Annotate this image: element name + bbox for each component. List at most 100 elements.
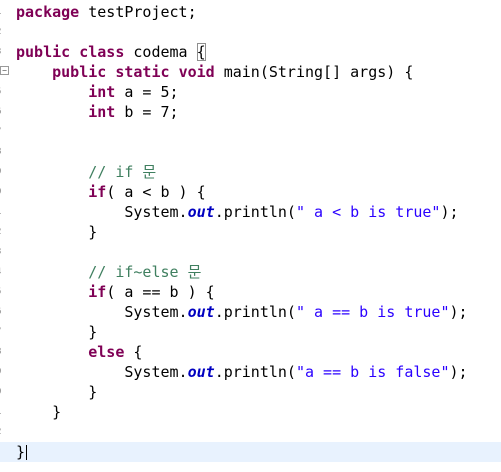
code-line[interactable]: // if~else 문: [16, 262, 501, 282]
keyword-token: if: [88, 183, 107, 201]
line-number: 1: [0, 2, 4, 22]
code-token: ( a == b ) {: [106, 283, 215, 301]
code-token: [16, 283, 88, 301]
line-number: 1: [0, 202, 4, 222]
code-line[interactable]: }: [16, 222, 501, 242]
code-token: System.: [16, 363, 188, 381]
code-line[interactable]: System.out.println("a == b is false");: [16, 362, 501, 382]
line-number-gutter: 12345678901234567890123: [0, 0, 4, 472]
code-token: System.: [16, 303, 188, 321]
keyword-token: int: [88, 83, 116, 101]
code-token: .println(: [214, 203, 296, 221]
code-token: );: [440, 203, 459, 221]
line-number: 4: [0, 262, 4, 282]
code-line[interactable]: [16, 242, 501, 262]
keyword-token: static: [115, 63, 170, 81]
line-number: 0: [0, 182, 4, 202]
code-token: }: [16, 323, 98, 341]
code-token: [70, 43, 79, 61]
code-token: [16, 163, 88, 181]
code-token: );: [449, 303, 468, 321]
code-token: [16, 263, 88, 281]
code-token: ( a < b ) {: [106, 183, 206, 201]
line-number: 8: [0, 342, 4, 362]
code-token: [170, 63, 179, 81]
code-token: [16, 103, 88, 121]
code-line[interactable]: System.out.println(" a == b is true");: [16, 302, 501, 322]
code-line[interactable]: int a = 5;: [16, 82, 501, 102]
line-number: 2: [0, 222, 4, 242]
comment-token: // if~else 문: [88, 263, 202, 281]
keyword-token: else: [88, 343, 125, 361]
line-number: 7: [0, 322, 4, 342]
code-line[interactable]: int b = 7;: [16, 102, 501, 122]
string-token: " a == b is true": [295, 303, 450, 321]
line-number: 6: [0, 102, 4, 122]
keyword-token: public: [52, 63, 107, 81]
code-token: [106, 63, 115, 81]
code-token: [16, 343, 88, 361]
code-token: codema: [124, 43, 197, 61]
fold-toggle-icon[interactable]: −: [0, 66, 9, 75]
code-line[interactable]: else {: [16, 342, 501, 362]
keyword-token: void: [178, 63, 215, 81]
code-token: }: [16, 403, 62, 421]
code-token: {: [124, 343, 143, 361]
code-line[interactable]: System.out.println(" a < b is true");: [16, 202, 501, 222]
line-number: 5: [0, 282, 4, 302]
code-line[interactable]: [16, 142, 501, 162]
keyword-token: if: [88, 283, 107, 301]
line-number: 2: [0, 422, 4, 442]
text-cursor: [26, 445, 28, 460]
code-line[interactable]: [16, 22, 501, 42]
line-number: 6: [0, 302, 4, 322]
code-token: .println(: [214, 303, 296, 321]
code-token: a = 5;: [115, 83, 179, 101]
static-field-token: out: [187, 363, 215, 381]
code-line-current[interactable]: }: [0, 442, 501, 462]
code-line[interactable]: }: [16, 402, 501, 422]
static-field-token: out: [187, 203, 215, 221]
code-token: [16, 183, 88, 201]
code-token: }: [16, 383, 98, 401]
line-number: 2: [0, 22, 4, 42]
code-line[interactable]: [16, 122, 501, 142]
code-token: }: [16, 223, 98, 241]
line-number: 3: [0, 242, 4, 262]
keyword-token: class: [79, 43, 125, 61]
code-line[interactable]: public class codema {: [16, 42, 501, 62]
line-number: 9: [0, 162, 4, 182]
code-line[interactable]: if( a == b ) {: [16, 282, 501, 302]
code-line[interactable]: public static void main(String[] args) {: [16, 62, 501, 82]
line-number: 1: [0, 402, 4, 422]
static-field-token: out: [187, 303, 215, 321]
code-token: b = 7;: [115, 103, 179, 121]
code-token: [16, 63, 52, 81]
code-token: main(String[] args) {: [214, 63, 414, 81]
line-number: 9: [0, 362, 4, 382]
code-line[interactable]: }: [16, 322, 501, 342]
string-token: " a < b is true": [295, 203, 441, 221]
matching-brace: {: [196, 43, 206, 61]
keyword-token: int: [88, 103, 116, 121]
code-token: testProject;: [79, 3, 197, 21]
code-line[interactable]: if( a < b ) {: [16, 182, 501, 202]
string-token: "a == b is false": [295, 363, 450, 381]
code-token: [16, 83, 88, 101]
code-line[interactable]: }: [16, 382, 501, 402]
code-line[interactable]: [16, 422, 501, 442]
line-number: 8: [0, 142, 4, 162]
code-token: System.: [16, 203, 188, 221]
comment-token: // if 문: [88, 163, 157, 181]
code-line[interactable]: package testProject;: [16, 2, 501, 22]
keyword-token: package: [16, 3, 80, 21]
keyword-token: public: [16, 43, 71, 61]
line-number: 0: [0, 382, 4, 402]
code-token: }: [16, 443, 26, 461]
code-line[interactable]: // if 문: [16, 162, 501, 182]
code-token: .println(: [214, 363, 296, 381]
line-number: 3: [0, 42, 4, 62]
line-number: 7: [0, 122, 4, 142]
